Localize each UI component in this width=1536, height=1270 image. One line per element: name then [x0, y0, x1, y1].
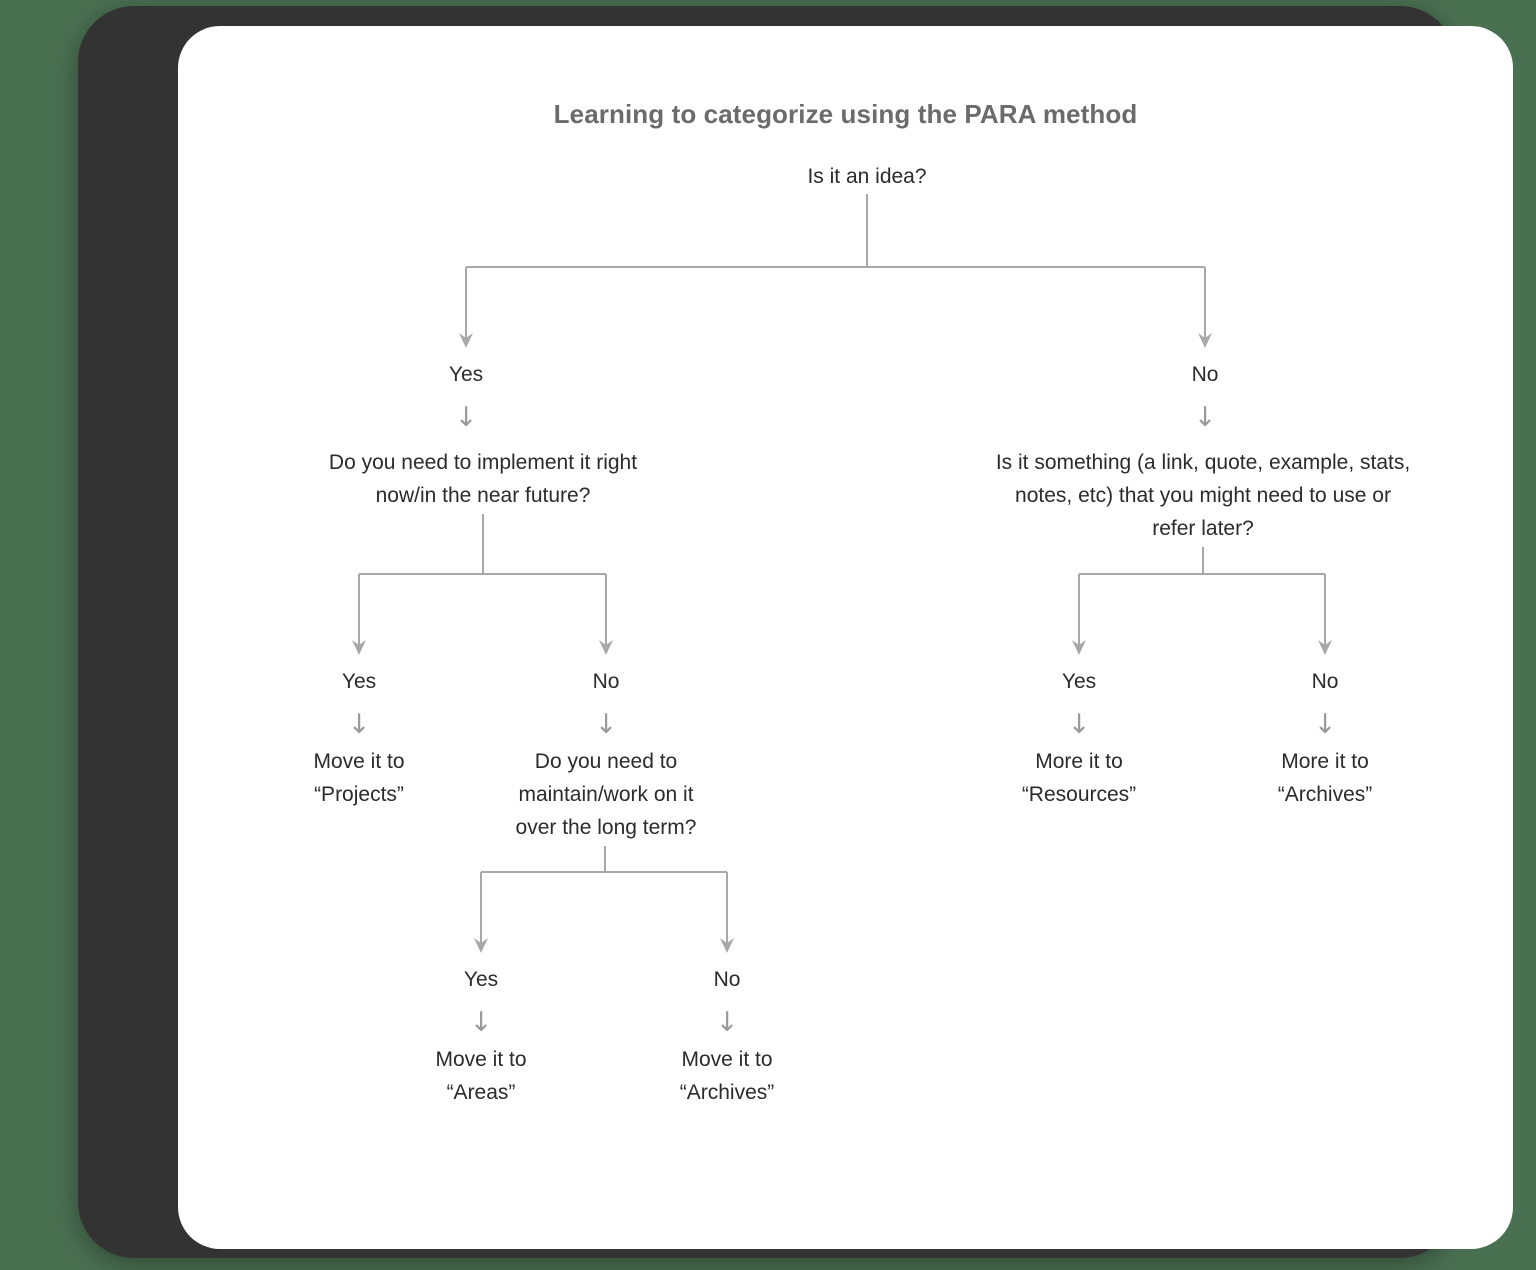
- node-result-projects[interactable]: Move it to “Projects”: [313, 750, 405, 806]
- branch-label-maintain-no: No: [713, 968, 741, 991]
- node-result-areas[interactable]: Move it to “Areas”: [435, 1048, 527, 1104]
- branch-label-refer-yes: Yes: [1061, 670, 1097, 693]
- page-title: Learning to categorize using the PARA me…: [553, 99, 1138, 129]
- down-arrow-icon: ↓: [469, 1007, 493, 1038]
- branch-label-idea-no: No: [1191, 363, 1219, 386]
- node-result-archives-right[interactable]: More it to “Archives”: [1277, 750, 1373, 806]
- node-result-resources[interactable]: More it to “Resources”: [1021, 750, 1137, 806]
- whiteboard-canvas: Learning to categorize using the PARA me…: [178, 26, 1513, 1249]
- node-is-it-an-idea[interactable]: Is it an idea?: [807, 165, 927, 188]
- down-arrow-icon: ↓: [1193, 402, 1217, 433]
- node-implement-now-question[interactable]: Do you need to implement it right now/in…: [328, 451, 638, 507]
- down-arrow-icon: ↓: [347, 709, 371, 740]
- branch-label-implement-yes: Yes: [341, 670, 377, 693]
- node-maintain-long-term-question[interactable]: Do you need to maintain/work on it over …: [515, 750, 697, 839]
- device-frame: Learning to categorize using the PARA me…: [78, 6, 1513, 1258]
- down-arrow-icon: ↓: [594, 709, 618, 740]
- down-arrow-icon: ↓: [1067, 709, 1091, 740]
- down-arrow-icon: ↓: [1313, 709, 1337, 740]
- down-arrow-icon: ↓: [454, 402, 478, 433]
- branch-label-maintain-yes: Yes: [463, 968, 499, 991]
- node-refer-later-question[interactable]: Is it something (a link, quote, example,…: [995, 451, 1411, 540]
- down-arrow-icon: ↓: [715, 1007, 739, 1038]
- node-result-archives-bottom[interactable]: Move it to “Archives”: [679, 1048, 775, 1104]
- branch-label-refer-no: No: [1311, 670, 1339, 693]
- branch-label-implement-no: No: [592, 670, 620, 693]
- para-method-flowchart: Learning to categorize using the PARA me…: [178, 26, 1513, 1249]
- branch-label-idea-yes: Yes: [448, 363, 484, 386]
